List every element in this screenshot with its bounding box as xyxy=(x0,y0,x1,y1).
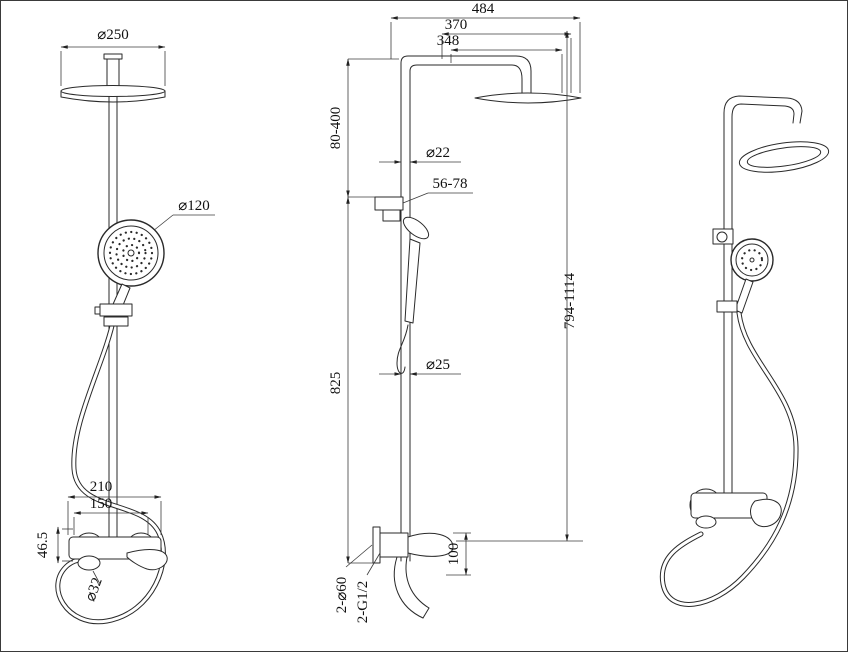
dim-escutcheon-count: 2-⌀60 xyxy=(334,577,350,614)
hand-shower xyxy=(396,216,430,374)
slide-bracket xyxy=(716,300,738,313)
front-view: ⌀250 ⌀120 xyxy=(35,27,215,625)
dim-port-spacing: 150 xyxy=(90,496,113,512)
dim-upper-riser-range: 80-400 xyxy=(328,107,344,150)
dim-thread-size: 2-G1/2 xyxy=(355,581,371,624)
shower-hose xyxy=(55,314,166,625)
shower-arm xyxy=(400,55,532,94)
dim-head-diameter: ⌀250 xyxy=(97,27,129,43)
valve-handle xyxy=(126,549,168,571)
wall-bracket xyxy=(712,228,734,245)
spout xyxy=(695,515,717,529)
dim-bracket-offset: 56-78 xyxy=(433,176,468,192)
valve-handle xyxy=(750,498,782,528)
slide-bracket xyxy=(94,303,133,327)
rain-shower-head xyxy=(474,92,582,104)
dim-valve-width: 210 xyxy=(90,479,113,495)
escutcheon-edge xyxy=(372,526,381,564)
dim-arm-reach: 370 xyxy=(445,17,468,33)
dim-spout-drop: 100 xyxy=(446,543,462,566)
dim-arm-inner-reach: 348 xyxy=(437,33,460,49)
dim-overall-reach: 484 xyxy=(472,1,495,17)
shower-hose xyxy=(396,324,409,374)
spout-inner xyxy=(405,556,430,609)
dim-spout-diameter: ⌀32 xyxy=(83,576,106,604)
dim-hand-shower-diameter: ⌀120 xyxy=(178,198,210,214)
spout-outer xyxy=(393,556,424,619)
hand-shower-handle xyxy=(734,278,754,314)
mixer-valve xyxy=(372,526,454,619)
spout xyxy=(77,555,101,571)
dim-overall-height: 794-1114 xyxy=(562,272,578,329)
valve-handle xyxy=(407,532,454,557)
rain-shower-head xyxy=(60,53,166,103)
dim-upper-riser-diameter: ⌀22 xyxy=(426,145,450,161)
dim-lower-riser-diameter: ⌀25 xyxy=(426,357,450,373)
valve-body xyxy=(379,532,409,558)
mixer-valve xyxy=(68,532,168,571)
perspective-view xyxy=(659,95,830,607)
dim-valve-height: 46.5 xyxy=(35,532,51,558)
slide-bracket xyxy=(374,196,404,222)
mixer-valve xyxy=(689,488,782,529)
side-view: 484 370 348 80-400 825 ⌀22 xyxy=(328,1,583,623)
hand-shower xyxy=(716,238,774,314)
shower-arm xyxy=(723,95,803,124)
shower-hose xyxy=(659,310,799,607)
dim-lower-riser-height: 825 xyxy=(328,372,344,395)
rain-shower-head xyxy=(738,141,830,173)
hand-shower xyxy=(97,219,165,316)
